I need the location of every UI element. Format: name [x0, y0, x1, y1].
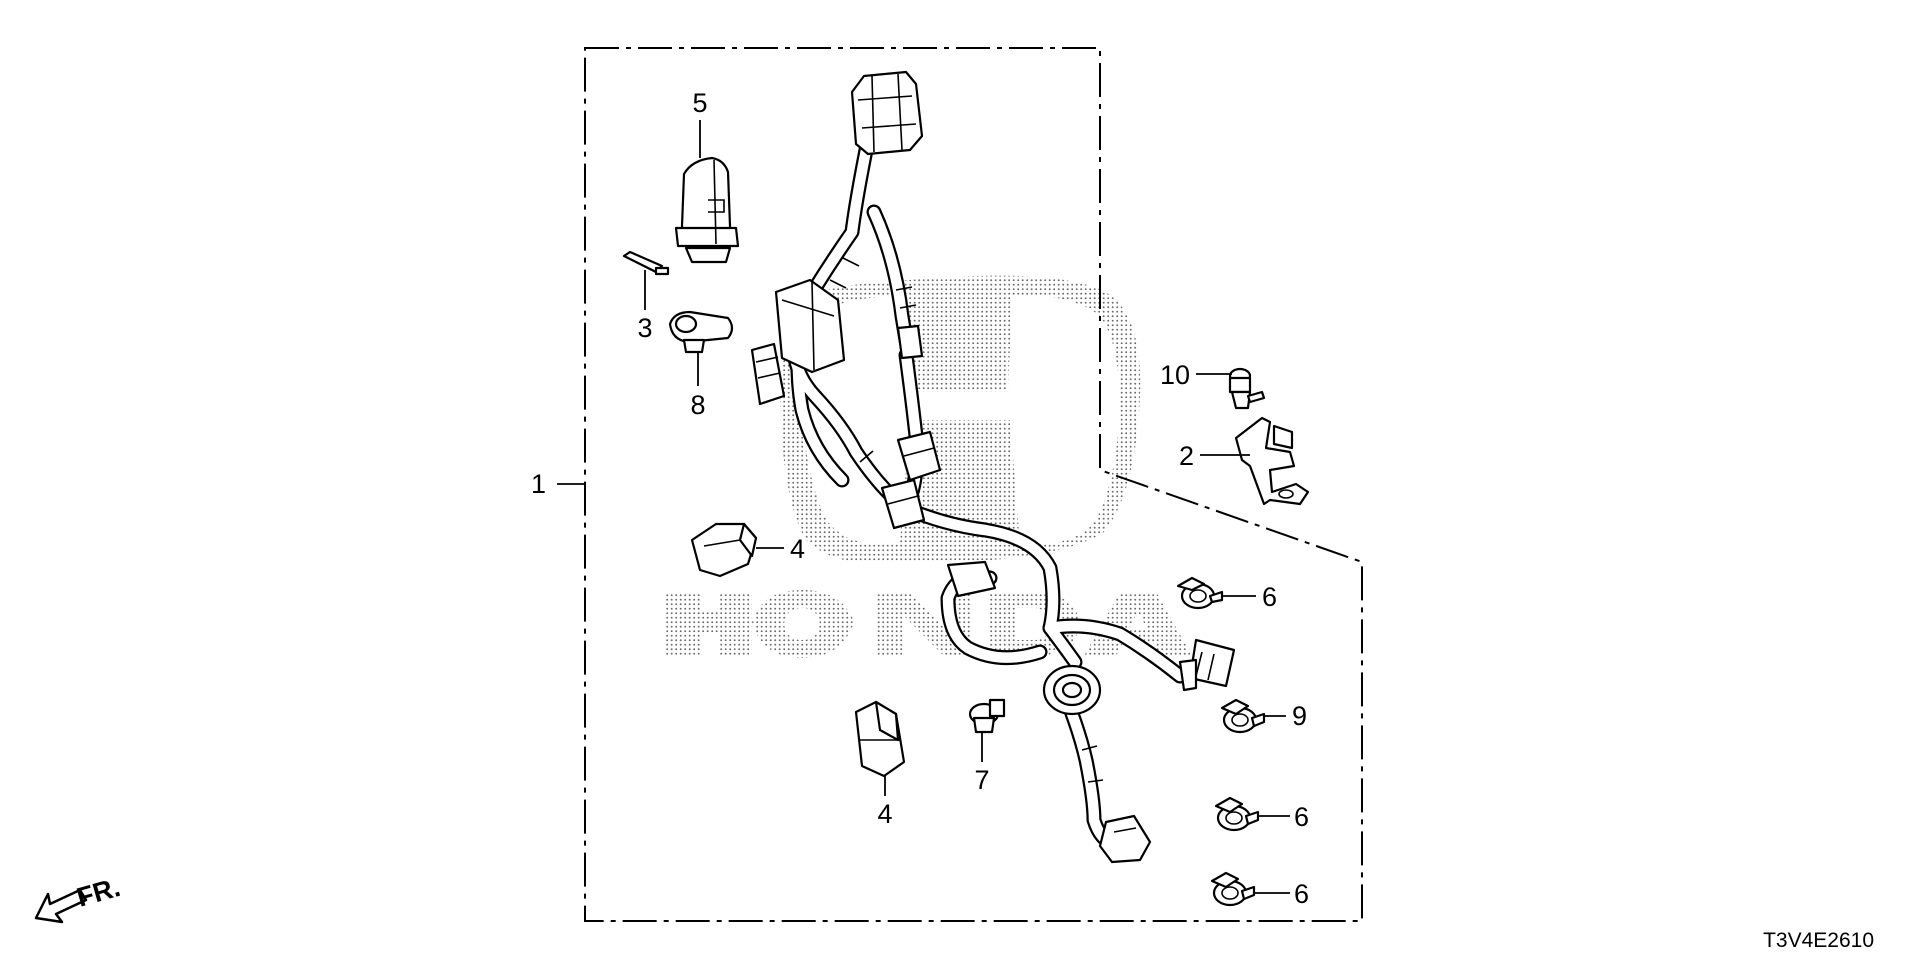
callout-6-lower: 6 — [1294, 879, 1309, 909]
callout-1: 1 — [531, 469, 546, 499]
callout-8: 8 — [690, 390, 705, 420]
grommet — [1042, 664, 1102, 716]
leader-lines — [557, 120, 1290, 894]
part-6-clip-lower — [1210, 871, 1256, 907]
front-arrow-label: FR. — [73, 872, 123, 913]
callout-5: 5 — [692, 88, 707, 118]
callout-9: 9 — [1292, 701, 1307, 731]
wire-harness — [750, 70, 1236, 864]
part-5-boot — [674, 156, 740, 264]
callout-6-middle: 6 — [1294, 802, 1309, 832]
callout-2: 2 — [1179, 441, 1194, 471]
assembly-boundary — [584, 47, 1363, 922]
part-2-bracket — [1234, 416, 1310, 506]
callout-7: 7 — [974, 765, 989, 795]
part-7-fastener — [968, 698, 1006, 734]
callout-4-lower: 4 — [877, 799, 892, 829]
callout-10: 10 — [1160, 360, 1190, 390]
front-arrow-icon: FR. — [34, 872, 123, 924]
part-10-bolt — [1228, 367, 1266, 410]
callout-6-upper: 6 — [1262, 582, 1277, 612]
image-code: T3V4E2610 — [1763, 929, 1874, 952]
callout-3: 3 — [637, 313, 652, 343]
part-6-clip-middle — [1214, 796, 1260, 832]
part-6-clip-upper — [1176, 576, 1224, 610]
part-4-clip-lower — [854, 700, 906, 778]
part-3-pin — [622, 250, 670, 276]
part-4-clip-upper — [690, 522, 758, 578]
callout-4-upper: 4 — [790, 534, 805, 564]
part-9-clip — [1220, 698, 1266, 734]
part-8-clip — [668, 310, 734, 354]
callouts: 1 2 3 4 4 5 6 6 6 7 8 9 10 — [531, 88, 1309, 909]
